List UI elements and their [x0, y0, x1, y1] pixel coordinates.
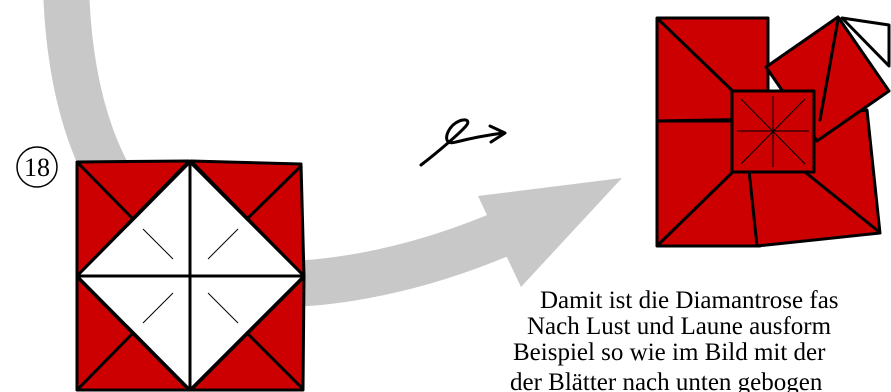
petal-top-left-fold	[657, 18, 742, 100]
crease-bottom-left	[142, 292, 174, 324]
petal-bottom-left-fold	[657, 163, 742, 246]
petal-back-corner	[840, 16, 891, 68]
fold-line-top-right	[245, 164, 303, 221]
step-number: 18	[16, 146, 58, 188]
crease-bottom-right	[207, 292, 239, 324]
caption-line: Beispiel so wie im Bild mit der	[513, 340, 826, 366]
curved-arrow-head	[478, 178, 622, 287]
crease-top-right	[207, 228, 239, 260]
fold-line-bottom-left	[77, 331, 135, 390]
step-number-circle	[16, 146, 58, 188]
crease-top-left	[142, 228, 174, 260]
petal-top-right-fold	[818, 18, 840, 122]
step-number-text: 18	[24, 153, 50, 182]
folded-model	[75, 159, 306, 392]
caption-line: der Blätter nach unten gebogen	[510, 370, 823, 392]
fold-line-top-left	[77, 162, 135, 221]
caption-line: Nach Lust und Laune ausform	[527, 314, 832, 340]
caption-line: Damit ist die Diamantrose fas	[540, 288, 839, 314]
fold-line-bottom-right	[245, 331, 304, 390]
turn-over-loop	[419, 118, 505, 167]
finished-diamond-rose	[655, 15, 891, 248]
petal-bottom-right-fold	[798, 166, 880, 233]
instruction-caption: Damit ist die Diamantrose fas Nach Lust …	[500, 286, 891, 392]
turn-over-icon	[419, 118, 507, 167]
turn-over-arrowhead	[488, 124, 507, 144]
